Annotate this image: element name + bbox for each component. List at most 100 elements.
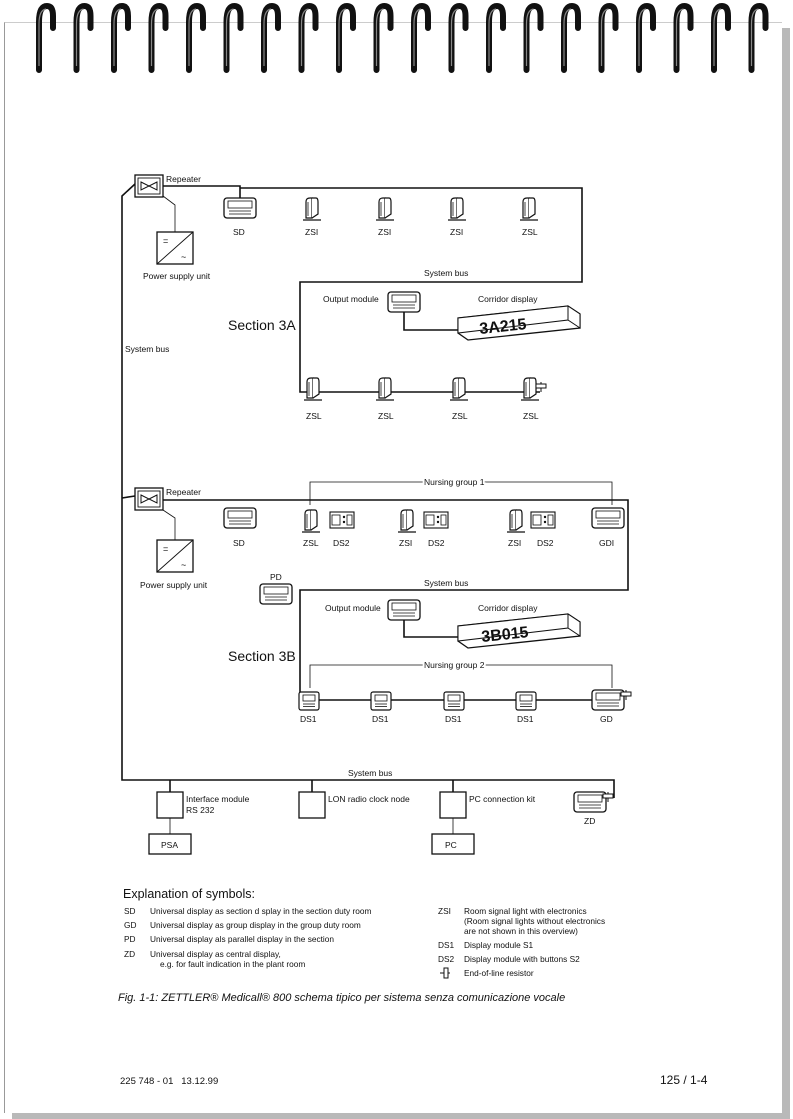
zsi-lamp-icon-b3	[506, 509, 526, 533]
end-of-line-resistor-icon-a	[535, 381, 547, 393]
zsl-lamp-icon-a5	[303, 377, 323, 401]
interface-module-label: Interface module	[186, 794, 250, 804]
ds1-module-icon-b4	[515, 691, 537, 711]
system-bus-label-b: System bus	[424, 578, 468, 588]
label-zsl-a4: ZSL	[522, 227, 538, 237]
legend-code-ds1: DS1	[438, 940, 455, 950]
corridor-display-text-a: 3A215	[479, 316, 528, 338]
label-zsi-b3: ZSI	[508, 538, 521, 548]
legend-text-gd: Universal display as group display in th…	[150, 920, 361, 930]
legend-text-zsi-3: are not shown in this overview)	[464, 926, 578, 936]
label-ds1-b4: DS1	[517, 714, 534, 724]
corridor-display-text-b: 3B015	[481, 624, 530, 646]
label-sd-a: SD	[233, 227, 245, 237]
corridor-display-a: 3A215	[457, 305, 581, 341]
legend-title: Explanation of symbols:	[123, 887, 255, 901]
legend-text-sd: Universal display as section d splay in …	[150, 906, 371, 916]
zsl-lamp-icon-a8	[520, 377, 540, 401]
psa-box	[148, 833, 192, 855]
section-3b-title: Section 3B	[228, 648, 296, 664]
interface-module-box	[156, 791, 184, 819]
corridor-display-label-b: Corridor display	[478, 603, 538, 613]
pd-display-icon	[259, 583, 293, 605]
label-ds1-b1: DS1	[300, 714, 317, 724]
zsl-lamp-icon-b1	[301, 509, 321, 533]
legend-code-zsi: ZSI	[438, 906, 451, 916]
corridor-display-b: 3B015	[457, 613, 581, 649]
power-supply-label-b: Power supply unit	[140, 580, 208, 590]
ds2-module-icon-b2	[423, 511, 449, 529]
zsi-lamp-icon-a3	[447, 197, 467, 221]
ds1-module-icon-b2	[370, 691, 392, 711]
system-bus-label-left: System bus	[125, 344, 169, 354]
label-zsi-a1: ZSI	[305, 227, 318, 237]
ds1-module-icon-b1	[298, 691, 320, 711]
repeater-label-a: Repeater	[166, 174, 201, 184]
label-gdi: GDI	[599, 538, 614, 548]
spiral-binding	[36, 2, 769, 73]
nursing-group-2-label: Nursing group 2	[424, 660, 485, 670]
output-module-icon-b	[387, 599, 421, 621]
zsl-lamp-icon-a4	[519, 197, 539, 221]
footer-doc-number: 225 748 - 01 13.12.99	[120, 1076, 218, 1087]
rs232-label: RS 232	[186, 805, 215, 815]
legend-code-zd: ZD	[124, 949, 135, 959]
legend-text-ds2: Display module with buttons S2	[464, 954, 580, 964]
label-ds1-b3: DS1	[445, 714, 462, 724]
sd-display-icon-b	[223, 507, 257, 529]
pc-kit-box	[439, 791, 467, 819]
pc-box	[431, 833, 475, 855]
sd-display-icon-a	[223, 197, 257, 219]
label-zsl-a5: ZSL	[306, 411, 322, 421]
label-zsi-a3: ZSI	[450, 227, 463, 237]
ds2-module-icon-b1	[329, 511, 355, 529]
system-bus-label-a: System bus	[424, 268, 468, 278]
label-zsl-a7: ZSL	[452, 411, 468, 421]
legend-text-pd: Universal display als parallel display i…	[150, 934, 334, 944]
zsi-lamp-icon-b2	[397, 509, 417, 533]
lon-node-box	[298, 791, 326, 819]
label-ds2-b3: DS2	[537, 538, 554, 548]
lon-node-label: LON radio clock node	[328, 794, 410, 804]
zsl-lamp-icon-a6	[375, 377, 395, 401]
corridor-display-label-a: Corridor display	[478, 294, 538, 304]
nursing-group-1-label: Nursing group 1	[424, 477, 485, 487]
power-supply-label-a: Power supply unit	[143, 271, 211, 281]
legend-code-gd: GD	[124, 920, 136, 930]
zd-label: ZD	[584, 816, 595, 826]
pc-kit-label: PC connection kit	[469, 794, 536, 804]
zd-display-icon	[573, 791, 607, 813]
output-module-label-b: Output module	[325, 603, 381, 613]
repeater-icon-b	[134, 487, 164, 511]
zsl-lamp-icon-a7	[449, 377, 469, 401]
pd-label: PD	[270, 572, 282, 582]
legend-text-zsi: Room signal light with electronics	[464, 906, 587, 916]
label-zsl-a8: ZSL	[523, 411, 539, 421]
power-supply-icon-a	[156, 231, 194, 265]
paper-sheet	[4, 22, 782, 1113]
label-sd-b: SD	[233, 538, 245, 548]
legend-text-zd: Universal display as central display,	[150, 949, 281, 959]
figure-caption: Fig. 1-1: ZETTLER® Medicall® 800 schema …	[118, 992, 565, 1004]
section-3a-title: Section 3A	[228, 317, 296, 333]
label-gd: GD	[600, 714, 613, 724]
label-ds1-b2: DS1	[372, 714, 389, 724]
zsi-lamp-icon-a2	[375, 197, 395, 221]
legend-code-pd: PD	[124, 934, 136, 944]
label-zsl-a6: ZSL	[378, 411, 394, 421]
end-of-line-resistor-icon-legend	[439, 967, 451, 979]
power-supply-icon-b	[156, 539, 194, 573]
legend-text-eol: End-of-line resistor	[464, 968, 534, 978]
legend-text-ds1: Display module S1	[464, 940, 534, 950]
gd-display-icon	[591, 689, 625, 711]
label-zsi-b2: ZSI	[399, 538, 412, 548]
repeater-label-b: Repeater	[166, 487, 201, 497]
label-zsi-a2: ZSI	[378, 227, 391, 237]
label-ds2-b2: DS2	[428, 538, 445, 548]
label-ds2-b1: DS2	[333, 538, 350, 548]
legend-text-zsi-2: (Room signal lights without electronics	[464, 916, 605, 926]
repeater-icon-a	[134, 174, 164, 198]
zsi-lamp-icon-a1	[302, 197, 322, 221]
